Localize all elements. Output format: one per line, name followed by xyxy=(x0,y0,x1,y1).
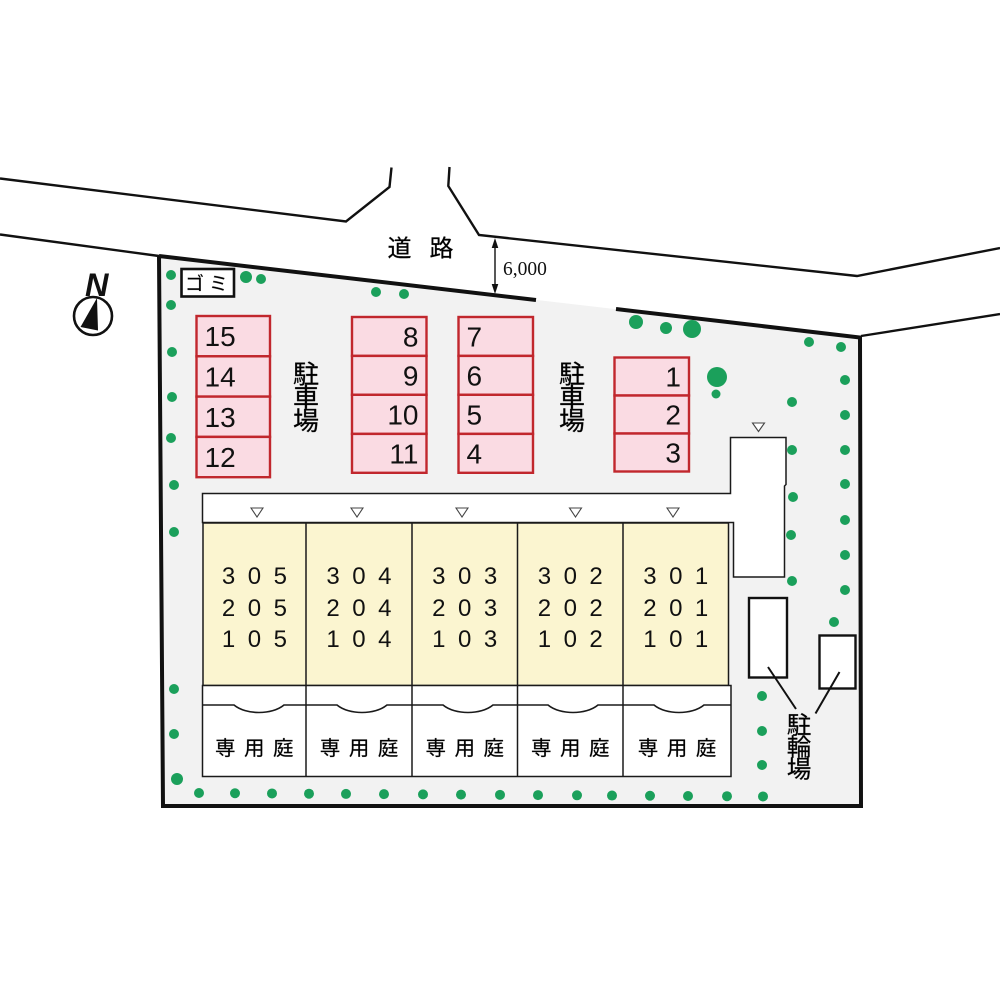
svg-text:6: 6 xyxy=(467,360,483,391)
svg-text:11: 11 xyxy=(389,438,418,469)
svg-text:105: 105 xyxy=(222,626,300,653)
svg-text:3: 3 xyxy=(665,438,681,469)
svg-text:9: 9 xyxy=(403,360,419,391)
svg-text:2: 2 xyxy=(665,400,681,431)
svg-text:14: 14 xyxy=(205,362,236,393)
svg-text:202: 202 xyxy=(538,595,616,622)
svg-text:304: 304 xyxy=(326,563,404,590)
svg-text:15: 15 xyxy=(205,321,236,352)
svg-text:203: 203 xyxy=(432,595,510,622)
svg-text:205: 205 xyxy=(222,595,300,622)
svg-text:303: 303 xyxy=(432,563,510,590)
svg-text:13: 13 xyxy=(205,402,236,433)
svg-text:N: N xyxy=(85,267,110,303)
svg-text:204: 204 xyxy=(326,595,404,622)
svg-text:8: 8 xyxy=(403,321,419,352)
svg-text:102: 102 xyxy=(538,626,616,653)
svg-text:12: 12 xyxy=(205,442,236,473)
svg-text:302: 302 xyxy=(538,563,616,590)
svg-text:5: 5 xyxy=(467,399,483,430)
svg-text:305: 305 xyxy=(222,563,300,590)
svg-text:201: 201 xyxy=(643,595,721,622)
svg-text:301: 301 xyxy=(643,563,721,590)
svg-text:10: 10 xyxy=(387,399,418,430)
svg-text:101: 101 xyxy=(643,626,721,653)
svg-text:1: 1 xyxy=(665,362,681,393)
svg-text:6,000: 6,000 xyxy=(503,259,547,280)
svg-text:104: 104 xyxy=(326,626,404,653)
svg-text:103: 103 xyxy=(432,626,510,653)
svg-text:4: 4 xyxy=(467,438,483,469)
svg-text:7: 7 xyxy=(467,321,483,352)
